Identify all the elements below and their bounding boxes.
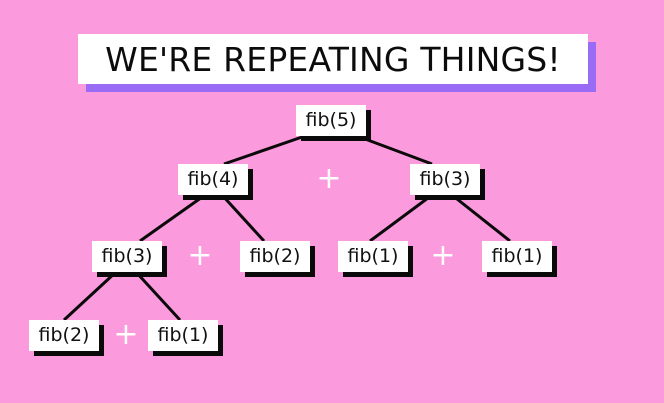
tree-node-label: fib(3) (419, 168, 471, 190)
tree-node-box: fib(2) (29, 320, 99, 351)
tree-node-box: fib(1) (148, 320, 218, 351)
tree-node-label: fib(1) (491, 245, 543, 267)
tree-node-box: fib(1) (338, 241, 408, 272)
tree-node-box: fib(3) (410, 164, 480, 195)
tree-node-box: fib(2) (240, 241, 310, 272)
slide-title: WE'RE REPEATING THINGS! (78, 34, 596, 92)
tree-edge (451, 193, 511, 243)
tree-node-box: fib(5) (296, 105, 366, 136)
tree-node-label: fib(2) (249, 245, 301, 267)
tree-node-label: fib(5) (305, 109, 357, 131)
tree-edge (134, 270, 182, 322)
tree-node-label: fib(4) (187, 168, 239, 190)
tree-node-label: fib(1) (157, 324, 209, 346)
tree-node[interactable]: fib(3) (410, 164, 485, 200)
tree-node[interactable]: fib(1) (338, 241, 413, 277)
tree-node[interactable]: fib(2) (29, 320, 104, 356)
plus-sign-icon: + (187, 238, 213, 273)
tree-node[interactable]: fib(2) (240, 241, 315, 277)
plus-sign-icon: + (113, 317, 139, 352)
tree-edge (223, 134, 306, 166)
tree-node-box: fib(4) (178, 164, 248, 195)
tree-node-label: fib(1) (347, 245, 399, 267)
tree-node[interactable]: fib(4) (178, 164, 253, 200)
tree-edge (220, 193, 266, 243)
plus-sign-icon: + (316, 161, 342, 196)
tree-node[interactable]: fib(1) (148, 320, 223, 356)
tree-node-label: fib(2) (38, 324, 90, 346)
tree-node[interactable]: fib(3) (92, 241, 167, 277)
tree-edge (369, 193, 433, 243)
tree-node[interactable]: fib(5) (296, 105, 371, 141)
tree-node-box: fib(1) (482, 241, 552, 272)
tree-node-box: fib(3) (92, 241, 162, 272)
tree-edge (62, 270, 118, 322)
title-box: WE'RE REPEATING THINGS! (78, 34, 588, 84)
tree-node[interactable]: fib(1) (482, 241, 557, 277)
tree-node-label: fib(3) (101, 245, 153, 267)
tree-edge (139, 193, 206, 243)
title-text: WE'RE REPEATING THINGS! (105, 39, 561, 79)
plus-sign-icon: + (430, 238, 456, 273)
